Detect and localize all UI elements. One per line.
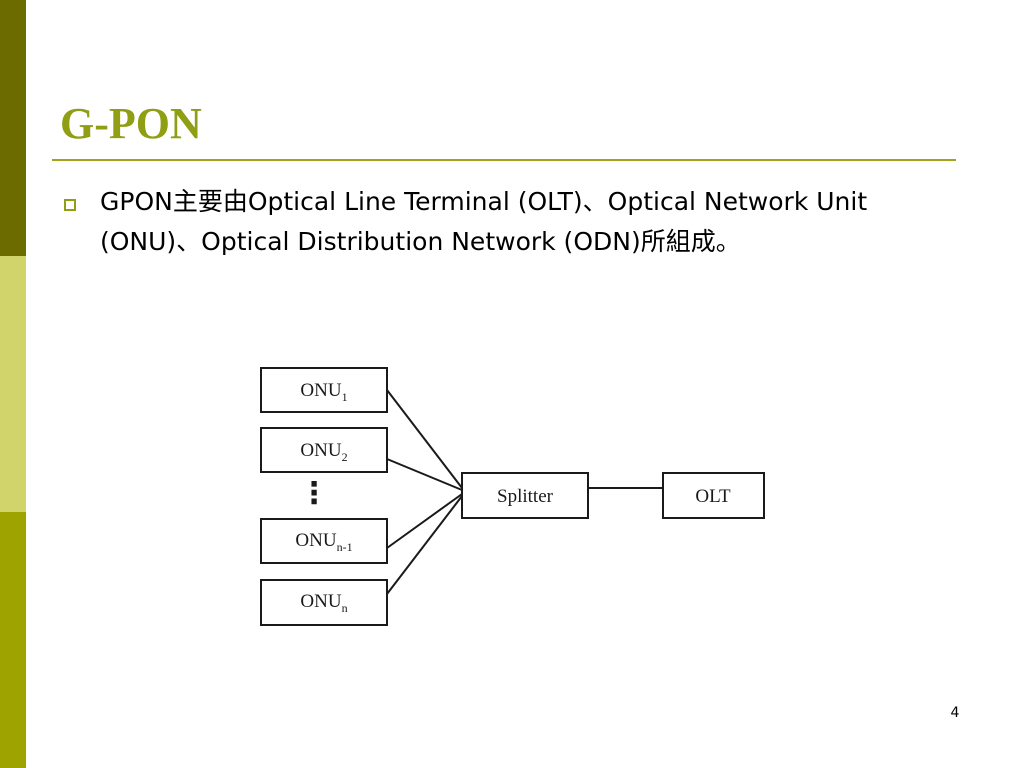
- olt-label: OLT: [695, 486, 731, 507]
- title-underline: [52, 159, 956, 161]
- onu-ellipsis: ⋮: [299, 476, 329, 511]
- sidebar-segment-middle: [0, 256, 26, 512]
- slide-title: G-PON: [60, 99, 202, 148]
- onu-label-2: ONU2: [300, 440, 347, 464]
- splitter-box: [461, 472, 589, 519]
- onu-label-n: ONUn: [300, 591, 347, 615]
- onu-label-n-1: ONUn-1: [295, 530, 352, 554]
- sidebar-segment-bottom: [0, 512, 26, 768]
- onu-box-n-1: [260, 518, 388, 564]
- link-onu-n-splitter: [386, 495, 463, 595]
- onu-box-1: [260, 367, 388, 413]
- onu-box-2: [260, 427, 388, 473]
- decorative-sidebar: [0, 0, 26, 768]
- link-onu-n-1-splitter: [386, 493, 463, 549]
- hollow-square-bullet-icon: [64, 199, 76, 211]
- onu-box-n: [260, 579, 388, 626]
- sidebar-segment-top: [0, 0, 26, 256]
- splitter-label: Splitter: [497, 486, 554, 507]
- onu-label-1: ONU1: [300, 380, 347, 404]
- link-onu-2-splitter: [386, 458, 463, 491]
- link-onu-1-splitter: [386, 389, 463, 489]
- page-number: 4: [950, 705, 960, 721]
- bullet-text: GPON主要由Optical Line Terminal (OLT)、Optic…: [100, 187, 868, 256]
- olt-box: [662, 472, 765, 519]
